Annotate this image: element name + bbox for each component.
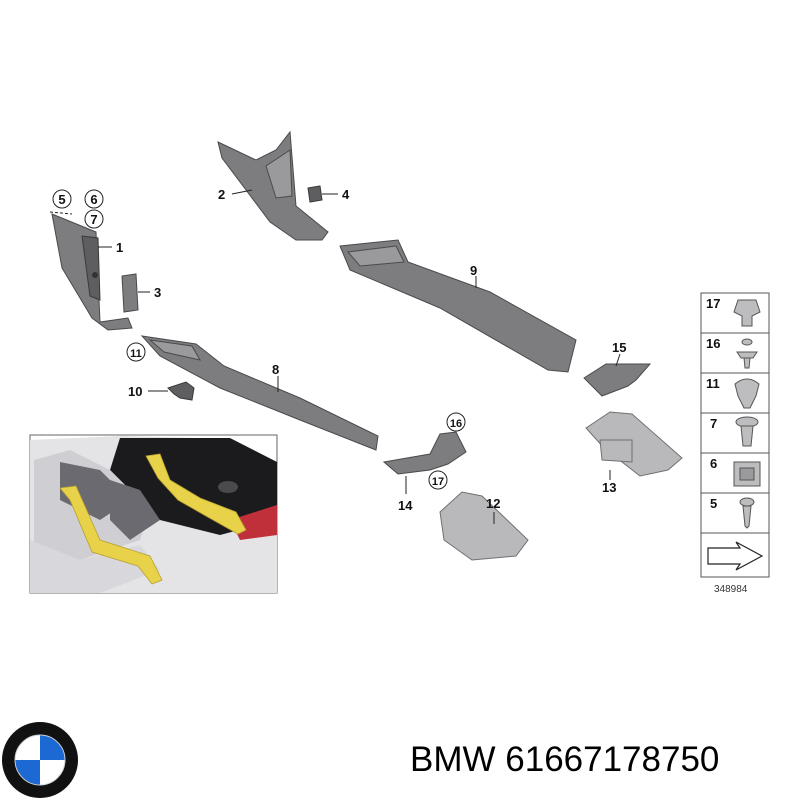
callout-7: 7 [84,209,104,229]
callout-3: 3 [138,285,161,300]
part-3-clip [121,273,139,313]
fastener-5-icon [739,497,755,529]
part-4-clip [307,185,323,203]
part-9-sill-trim [339,239,577,373]
fastener-6-icon [733,461,761,487]
callout-4-text: 4 [342,187,350,202]
legend-item-6: 6 [710,456,717,471]
part-15-bracket [583,363,652,397]
callout-6: 6 [84,189,104,209]
callout-14: 14 [398,476,413,513]
diagram-code: 348984 [714,584,748,595]
arrow-symbol-icon [707,541,764,571]
legend-item-17: 17 [706,296,720,311]
callout-16: 16 [446,412,466,432]
callout-13-text: 13 [602,480,616,495]
callout-16-text: 16 [450,418,462,430]
part-12-duct [439,491,529,561]
callout-10-text: 10 [128,384,142,399]
callout-15: 15 [612,340,626,367]
callout-14-text: 14 [398,498,413,513]
fastener-7-icon [735,416,759,447]
callout-11-text: 11 [130,348,142,360]
callout-8: 8 [272,362,279,392]
callout-9-text: 9 [470,263,477,278]
callout-12-text: 12 [486,496,500,511]
callout-13: 13 [602,470,616,495]
legend-item-11: 11 [706,376,720,391]
callout-9: 9 [470,263,477,288]
part-8-sill-trim [140,335,379,451]
callout-10: 10 [128,384,168,399]
legend-item-16: 16 [706,336,720,351]
callout-5: 5 [49,189,73,215]
callout-8-text: 8 [272,362,279,377]
part-13-duct [585,411,683,477]
part-1-pillar-trim [51,213,133,331]
callout-15-text: 15 [612,340,626,355]
part-number-label: BMW 61667178750 [410,740,720,779]
callout-11: 11 [126,342,146,362]
callout-1-text: 1 [116,240,123,255]
bmw-roundel-icon [2,722,78,798]
callout-17: 17 [428,470,448,490]
part-14-bracket [382,431,467,475]
fastener-11-icon [734,378,760,409]
callout-7-text: 7 [90,212,97,227]
callout-4: 4 [322,187,350,202]
callout-6-text: 6 [90,192,97,207]
legend-item-5: 5 [710,496,717,511]
fastener-16-icon [736,338,758,369]
fastener-legend: 17 16 11 7 6 5 3 [700,292,770,595]
part-10-bracket [167,381,195,401]
callout-17-text: 17 [432,476,444,488]
legend-item-7: 7 [710,416,717,431]
part-2-pillar-lower-trim [217,130,329,241]
callout-2-text: 2 [218,187,225,202]
callout-12: 12 [486,496,500,524]
callout-2: 2 [218,187,253,202]
callout-5-text: 5 [58,192,65,207]
callout-1: 1 [98,240,123,255]
fastener-17-icon [733,299,761,327]
callout-3-text: 3 [154,285,161,300]
car-inset-image [29,434,278,594]
